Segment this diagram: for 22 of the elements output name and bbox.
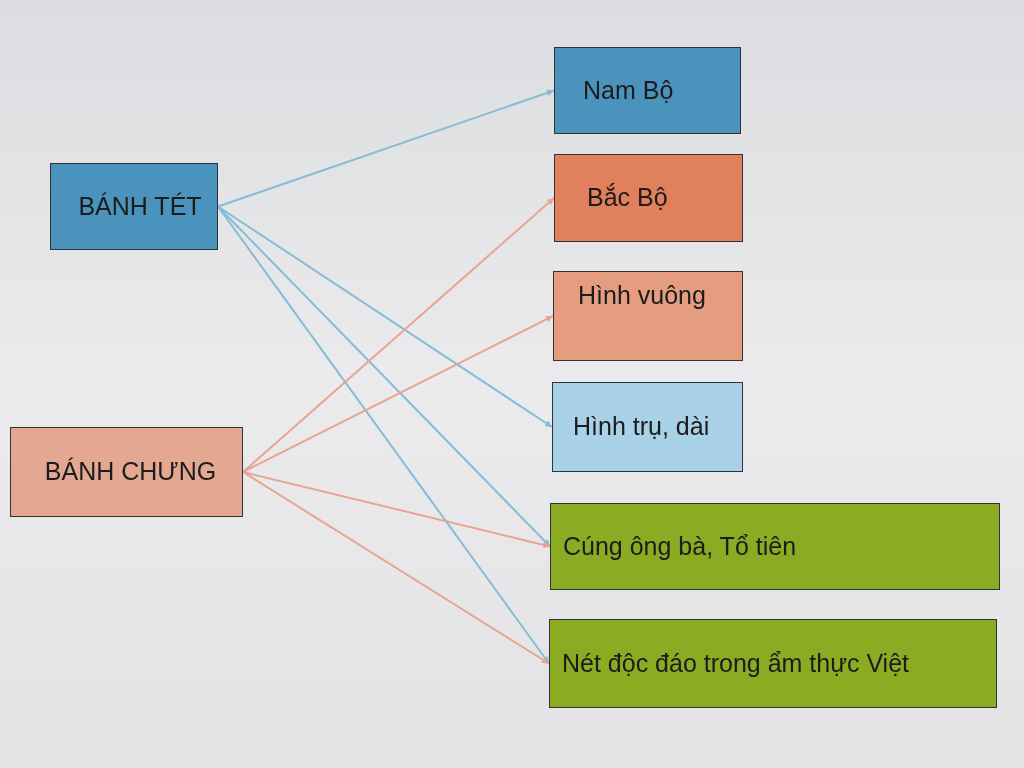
box-label: BÁNH TÉT — [78, 190, 202, 222]
label-box — [549, 619, 997, 708]
label-box — [553, 271, 743, 361]
label-box — [554, 47, 741, 134]
box-label: Cúng ông bà, Tổ tiên — [563, 530, 797, 562]
box-label: Bắc Bộ — [587, 182, 668, 214]
box-label: Hình trụ, dài — [573, 411, 710, 443]
arrow — [217, 89, 555, 208]
arrow — [242, 315, 554, 473]
arrow — [242, 471, 550, 665]
arrow — [242, 197, 555, 473]
box-label: Hình vuông — [578, 280, 706, 311]
arrow — [242, 471, 551, 549]
label-box — [552, 382, 743, 472]
label-box — [554, 154, 743, 242]
label-box — [50, 163, 218, 250]
box-label: Nam Bộ — [583, 74, 674, 106]
arrow — [217, 205, 553, 428]
box-label: Nét độc đáo trong ẩm thực Việt — [562, 647, 910, 679]
label-box — [550, 503, 1000, 590]
label-box — [10, 427, 243, 517]
box-label: BÁNH CHƯNG — [44, 456, 217, 488]
